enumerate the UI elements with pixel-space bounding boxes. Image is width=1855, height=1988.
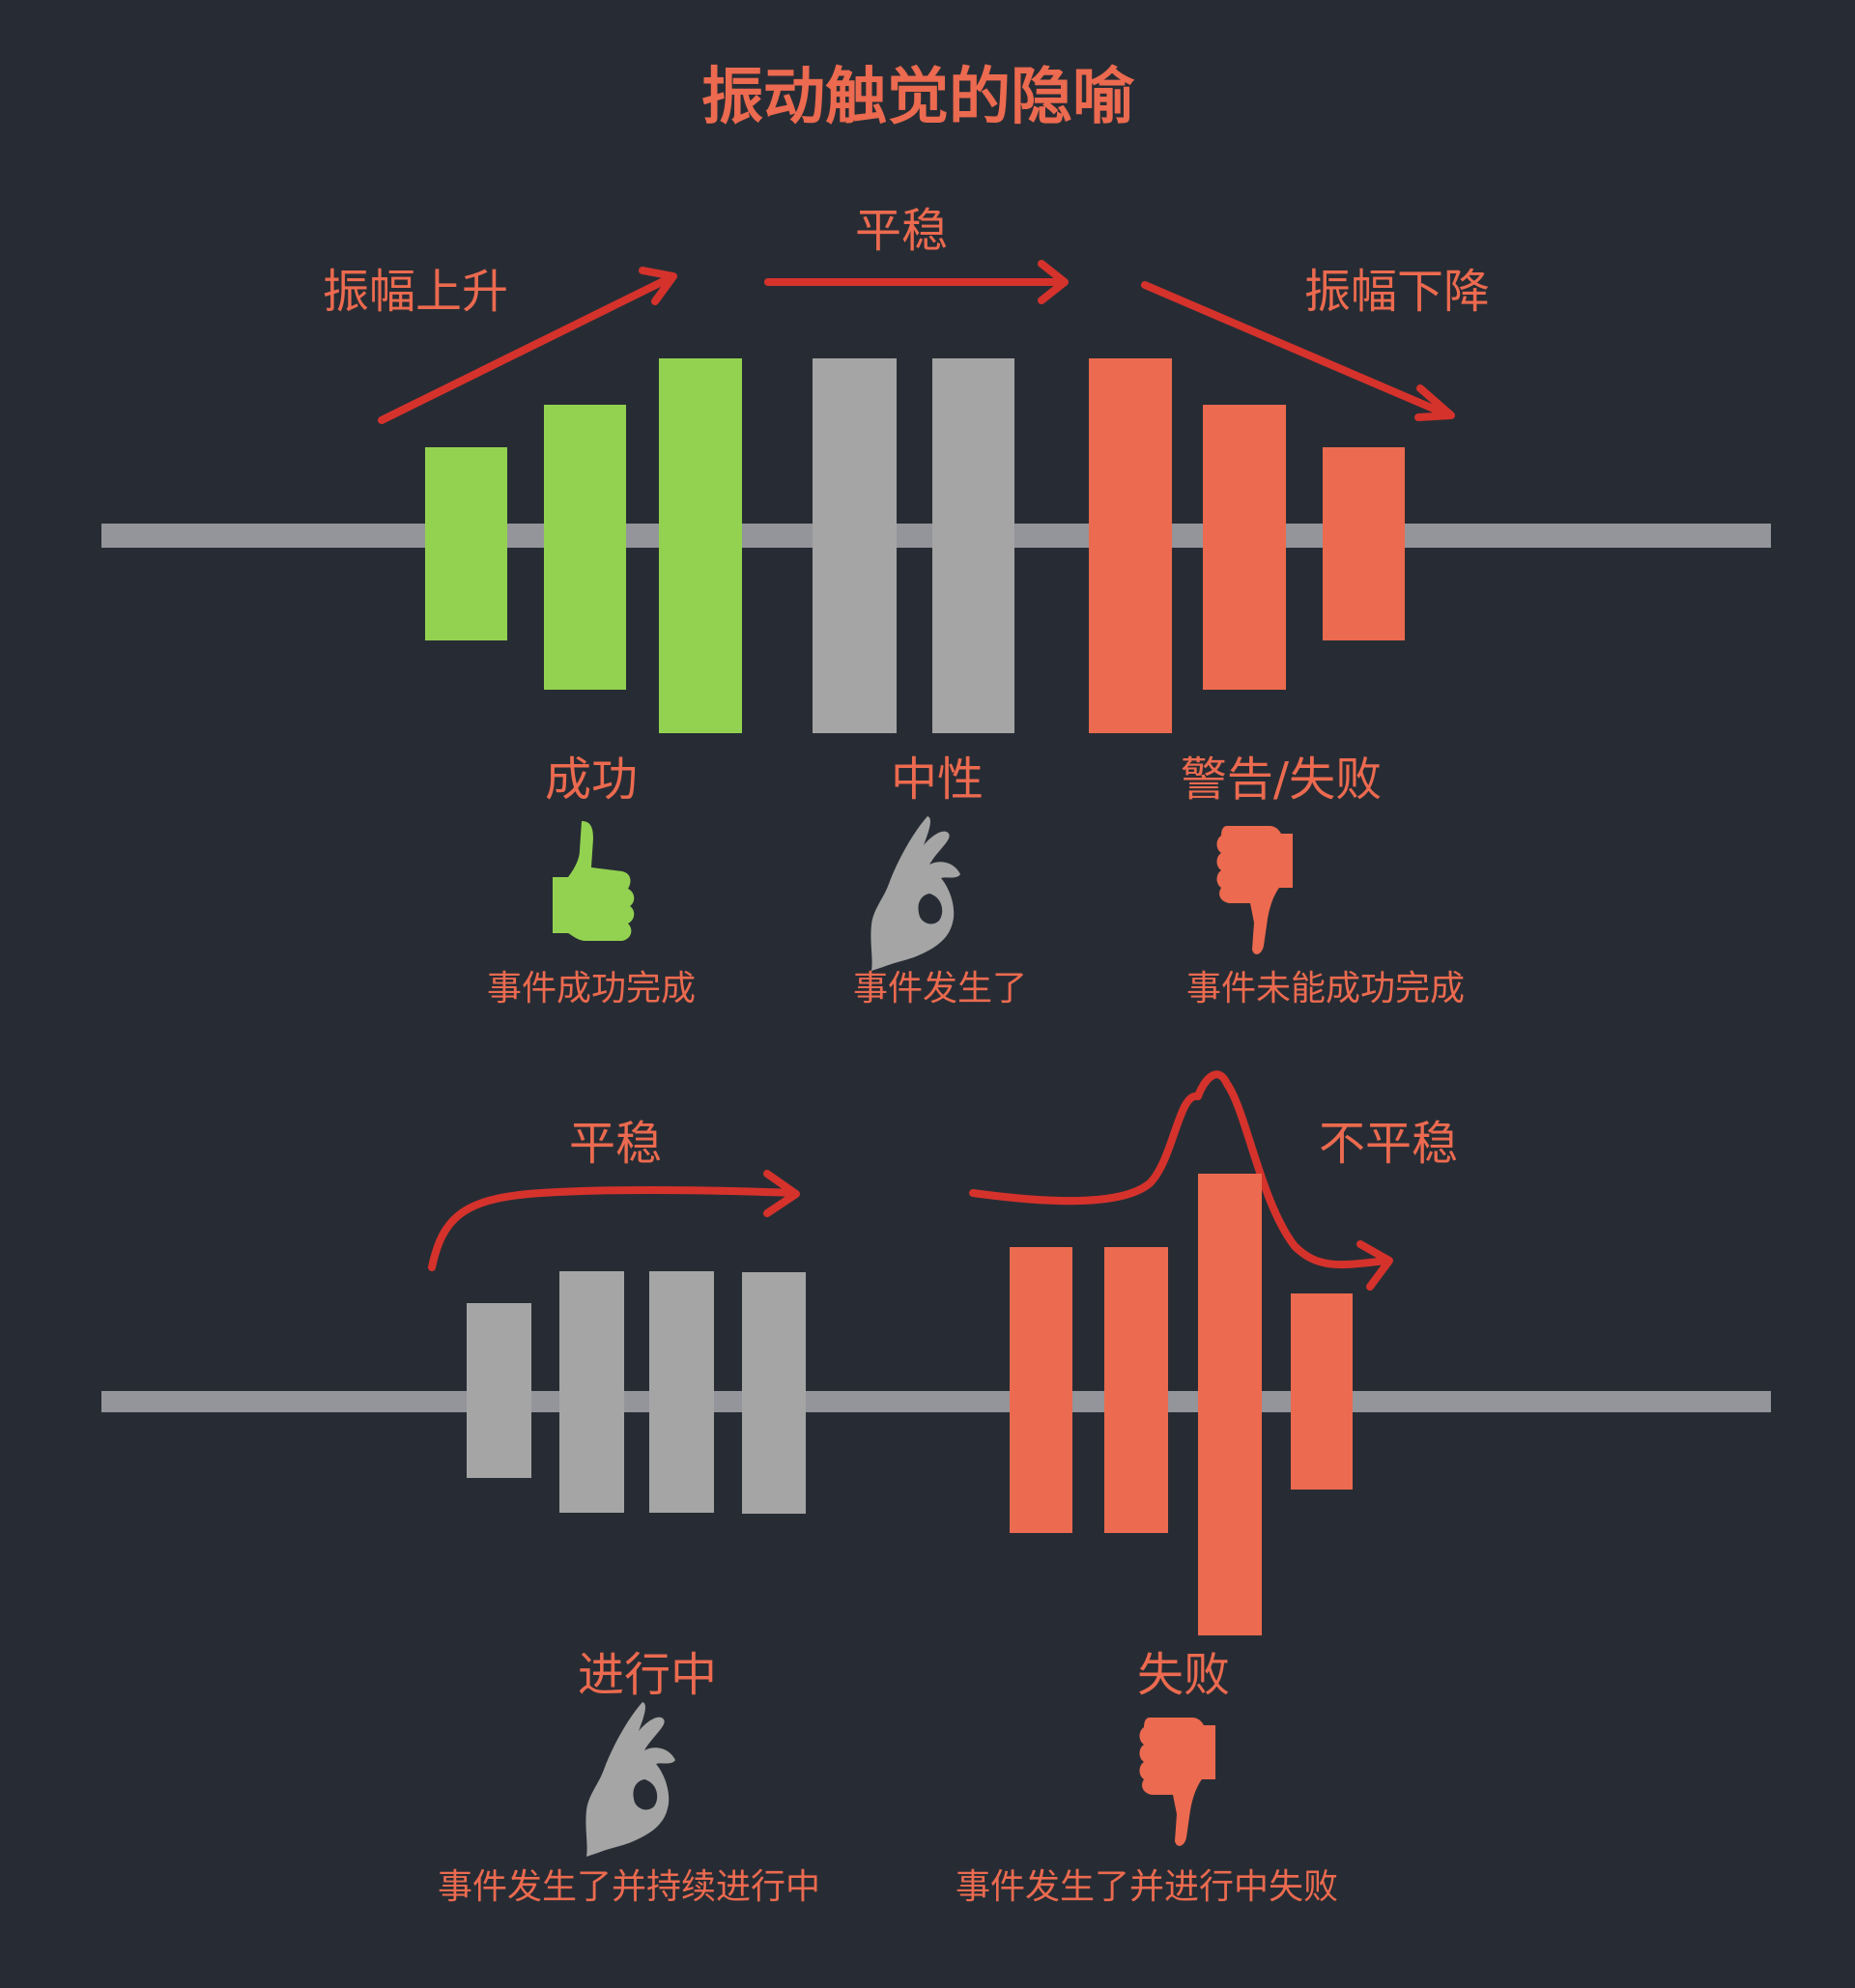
- failure-bars: [1089, 358, 1405, 733]
- bar: [649, 1271, 714, 1513]
- caption-failure: 事件发生了并进行中失败: [956, 1867, 1338, 1907]
- bar: [425, 447, 507, 640]
- rising-arrow-icon: [378, 267, 677, 424]
- category-label-failure: 警告/失败: [1181, 753, 1382, 807]
- caption-in-progress: 事件发生了并持续进行中: [438, 1867, 820, 1907]
- page-title: 振动触觉的隐喻: [701, 62, 1135, 133]
- category-label-neutral: 中性: [891, 753, 984, 807]
- thumbs-down-icon: [1139, 1718, 1215, 1846]
- bar: [467, 1303, 531, 1478]
- bar: [932, 358, 1014, 733]
- bar: [1104, 1247, 1168, 1533]
- bar: [813, 358, 897, 733]
- arrow-label-flat: 平稳: [855, 204, 948, 258]
- caption-failure: 事件未能成功完成: [1186, 969, 1465, 1008]
- ok-hand-icon: [870, 816, 960, 971]
- category-label-in-progress: 进行中: [578, 1648, 717, 1702]
- bar: [1089, 358, 1172, 733]
- arrow-label-falling: 振幅下降: [1304, 265, 1490, 319]
- top-section: 振幅上升 平稳 振幅下降: [101, 204, 1771, 1008]
- caption-success: 事件成功完成: [487, 969, 696, 1008]
- thumbs-down-icon: [1216, 826, 1293, 954]
- success-bars: [425, 358, 742, 733]
- in-progress-bars: [467, 1271, 806, 1514]
- neutral-bars: [813, 358, 1014, 733]
- arrow-label-rising: 振幅上升: [323, 265, 508, 319]
- bar: [544, 405, 626, 690]
- failure-bars: [1010, 1174, 1353, 1635]
- bottom-section: 平稳 不平稳 进行中 失败 事件发生了并持续进行中 事件发生了并进行中: [101, 1070, 1771, 1907]
- falling-arrow-icon: [1141, 281, 1455, 421]
- bar: [1010, 1247, 1072, 1533]
- bar: [1203, 405, 1286, 690]
- category-label-success: 成功: [545, 753, 638, 807]
- baseline: [101, 1391, 1771, 1412]
- arrow-label-flat: 平稳: [569, 1117, 662, 1171]
- flat-arrow-icon: [764, 260, 1069, 304]
- bar: [1291, 1293, 1353, 1490]
- spike-curve-arrow-icon: [969, 1070, 1393, 1291]
- thumbs-up-icon: [553, 821, 635, 941]
- caption-neutral: 事件发生了: [853, 969, 1027, 1008]
- category-label-failure: 失败: [1137, 1648, 1230, 1702]
- ok-hand-icon: [585, 1702, 675, 1857]
- bar: [559, 1271, 624, 1513]
- arrow-label-unstable: 不平稳: [1319, 1117, 1458, 1171]
- bar: [659, 358, 742, 733]
- flat-curve-arrow-icon: [428, 1170, 800, 1271]
- bar: [1198, 1174, 1262, 1635]
- bar: [742, 1272, 806, 1514]
- bar: [1323, 447, 1405, 640]
